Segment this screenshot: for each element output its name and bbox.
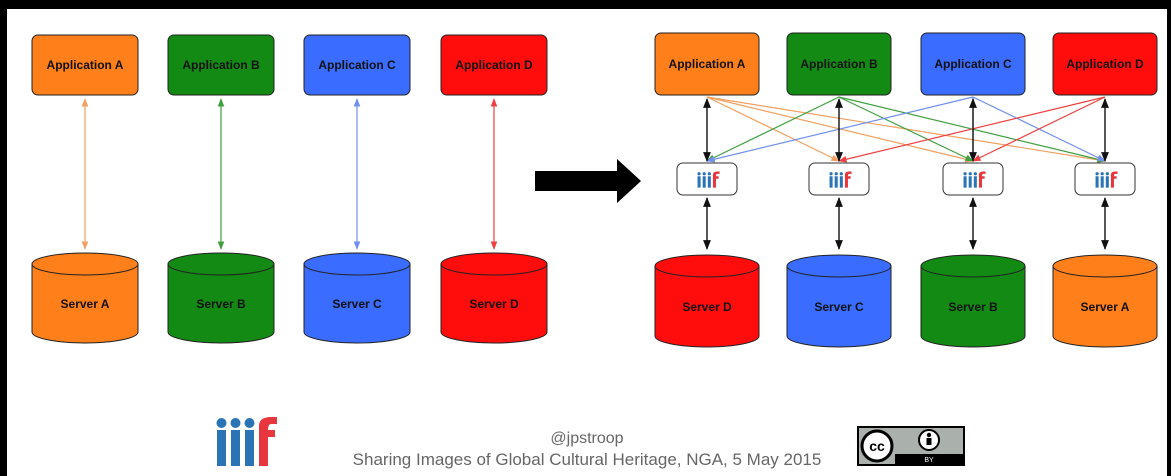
iiif-logo-icon xyxy=(1095,171,1118,188)
application-label: Application C xyxy=(318,58,396,72)
iiif-node xyxy=(808,162,870,196)
application-box xyxy=(920,32,1026,96)
application-box xyxy=(786,32,892,96)
cc-by-license-badge: cc BY xyxy=(857,426,965,466)
application-box xyxy=(1052,32,1158,96)
server-cylinder xyxy=(303,252,411,344)
iiif-logo-icon xyxy=(963,171,986,188)
application-label: Application D xyxy=(455,58,533,72)
cc-logo-text: cc xyxy=(869,438,885,454)
application-label: Application A xyxy=(47,58,124,72)
server-cylinder xyxy=(440,252,548,344)
application-label: Application D xyxy=(1066,57,1144,71)
application-label: Application B xyxy=(182,58,260,72)
cross-connection-arrow xyxy=(706,96,840,162)
footer-caption: Sharing Images of Global Cultural Herita… xyxy=(352,450,822,469)
server-cylinder xyxy=(1052,254,1158,348)
iiif-footer-logo-icon xyxy=(216,417,277,466)
server-label: Server C xyxy=(814,300,864,314)
server-cylinder xyxy=(31,252,139,344)
server-label: Server B xyxy=(948,300,998,314)
by-label: BY xyxy=(924,457,934,464)
server-label: Server A xyxy=(61,297,110,311)
cross-connection-arrow xyxy=(972,96,1106,162)
application-label: Application B xyxy=(800,57,878,71)
application-label: Application A xyxy=(669,57,746,71)
iiif-logo-icon xyxy=(697,171,720,188)
architecture-diagram: Application A Application B Application C A… xyxy=(31,32,1158,466)
server-label: Server D xyxy=(682,300,732,314)
server-label: Server C xyxy=(332,297,382,311)
server-cylinder xyxy=(654,254,760,348)
server-label: Server D xyxy=(469,297,519,311)
cross-connection-arrow xyxy=(838,96,974,162)
server-cylinder xyxy=(920,254,1026,348)
application-box xyxy=(31,34,139,96)
iiif-node xyxy=(942,162,1004,196)
application-box xyxy=(167,34,275,96)
server-label: Server A xyxy=(1081,300,1130,314)
application-label: Application C xyxy=(934,57,1012,71)
application-box xyxy=(654,32,760,96)
slide: Application A Application B Application C A… xyxy=(7,9,1167,476)
server-cylinder xyxy=(786,254,892,348)
iiif-logo-icon xyxy=(829,171,852,188)
server-label: Server B xyxy=(196,297,246,311)
attribution-icon xyxy=(926,432,932,438)
iiif-node xyxy=(676,162,738,196)
application-box xyxy=(303,34,411,96)
application-box xyxy=(440,34,548,96)
transition-arrow xyxy=(535,159,641,203)
author-handle: @jpstroop xyxy=(550,430,624,447)
iiif-node xyxy=(1074,162,1136,196)
server-cylinder xyxy=(167,252,275,344)
